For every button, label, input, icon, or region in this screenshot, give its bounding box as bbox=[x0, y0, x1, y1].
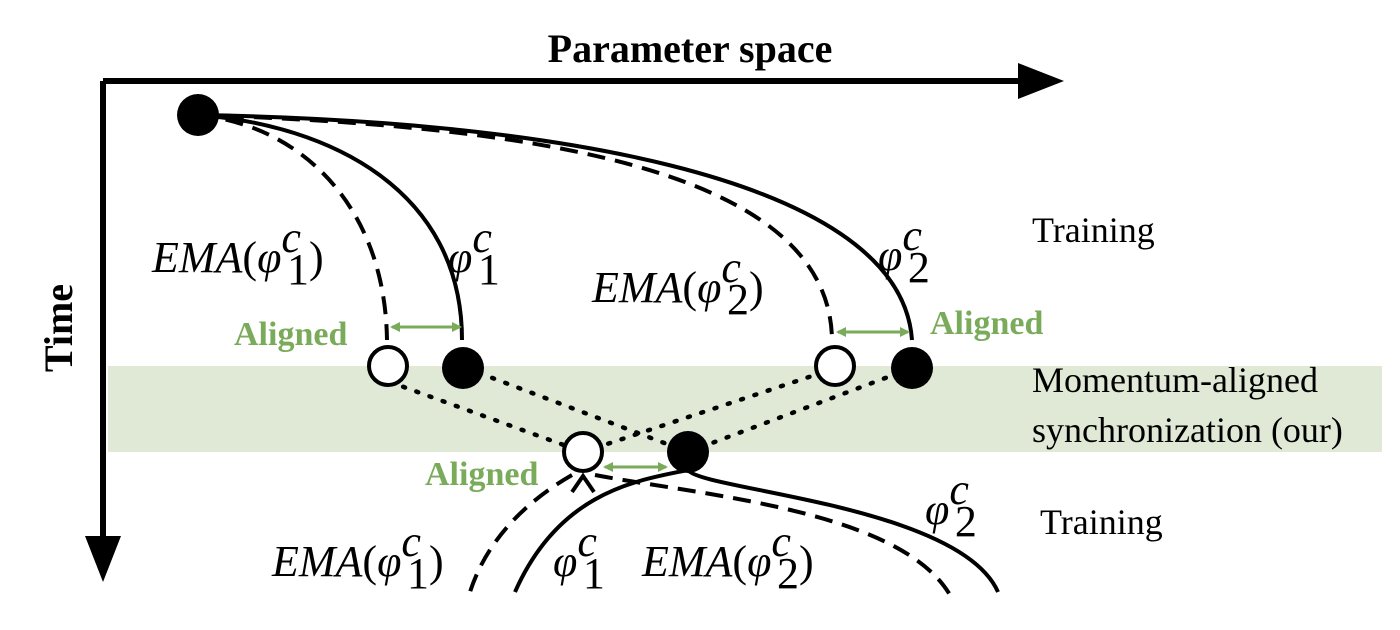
phi-synced-node bbox=[667, 431, 709, 473]
sync-band bbox=[108, 366, 1382, 452]
sync-line-phi2-to-phi-global bbox=[685, 365, 915, 455]
sync-line-ema1-to-ema-global bbox=[387, 379, 586, 455]
ema-phi1-trajectory bbox=[197, 113, 389, 341]
sync-line-phi1-to-phi-global bbox=[463, 365, 691, 455]
phi1-trajectory bbox=[197, 113, 464, 341]
sync-line-ema2-to-ema-global bbox=[580, 365, 839, 455]
training-label-bottom: Training bbox=[1040, 502, 1163, 542]
parameter-space-axis bbox=[103, 63, 1064, 99]
ema-phi2-trajectory bbox=[197, 113, 834, 341]
ema-phi2-bottom-trajectory bbox=[594, 473, 952, 597]
sync-label-line1: Momentum-aligned bbox=[1032, 360, 1318, 400]
time-axis bbox=[85, 81, 121, 582]
sync-label-line2: synchronization (our) bbox=[1032, 410, 1343, 450]
phi2-bottom-trajectory bbox=[686, 468, 1000, 593]
ema-phi1-node bbox=[367, 345, 409, 387]
phi1-node bbox=[442, 347, 484, 389]
ema-phi2-node bbox=[814, 345, 856, 387]
aligned-label-3: Aligned bbox=[425, 456, 538, 493]
parameter-space-label: Parameter space bbox=[548, 26, 833, 71]
initial-point bbox=[177, 94, 219, 136]
ema-synced-node bbox=[562, 431, 604, 473]
aligned-label-2: Aligned bbox=[930, 305, 1043, 342]
aligned-label-1: Aligned bbox=[234, 316, 347, 353]
phi2-trajectory bbox=[197, 113, 914, 341]
phi2-node bbox=[891, 347, 933, 389]
phi1-bottom-trajectory bbox=[513, 468, 689, 593]
ema-split-mark bbox=[570, 472, 596, 494]
ema-phi1-bottom-trajectory bbox=[468, 473, 573, 593]
training-label-top: Training bbox=[1032, 210, 1155, 250]
time-label: Time bbox=[36, 284, 81, 372]
